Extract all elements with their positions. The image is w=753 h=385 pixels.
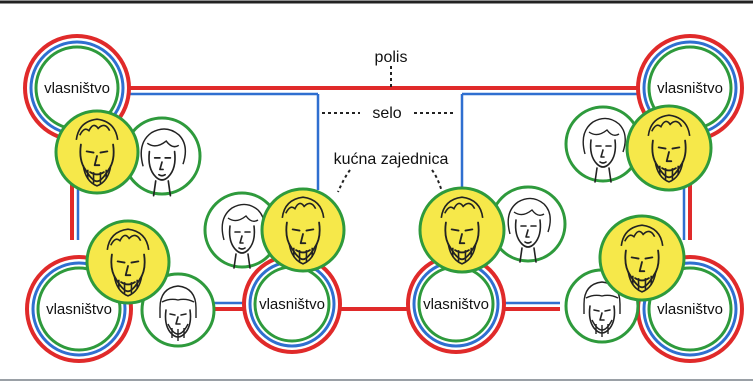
property-label: vlasništvo — [657, 80, 723, 97]
man-icon — [598, 214, 686, 302]
man-icon — [418, 186, 506, 274]
man-icon — [260, 187, 346, 273]
property-label: vlasništvo — [46, 301, 112, 318]
property-label: vlasništvo — [423, 296, 489, 313]
man-icon — [625, 104, 713, 192]
man-icon — [85, 219, 171, 305]
property-label: vlasništvo — [259, 296, 325, 313]
elder-icon — [140, 272, 216, 348]
kucna-pointer-left — [337, 169, 351, 193]
property-label: vlasništvo — [44, 80, 110, 97]
selo-label: selo — [372, 105, 401, 122]
property-ring-center-right: vlasništvo — [406, 254, 506, 354]
kucna-zajednica-label: kućna zajednica — [334, 151, 449, 168]
polis-label: polis — [375, 49, 408, 66]
property-ring-top-left: vlasništvo — [23, 34, 131, 142]
man-icon — [54, 109, 140, 195]
property-label: vlasništvo — [657, 301, 723, 318]
kucna-pointer-right — [431, 169, 443, 193]
